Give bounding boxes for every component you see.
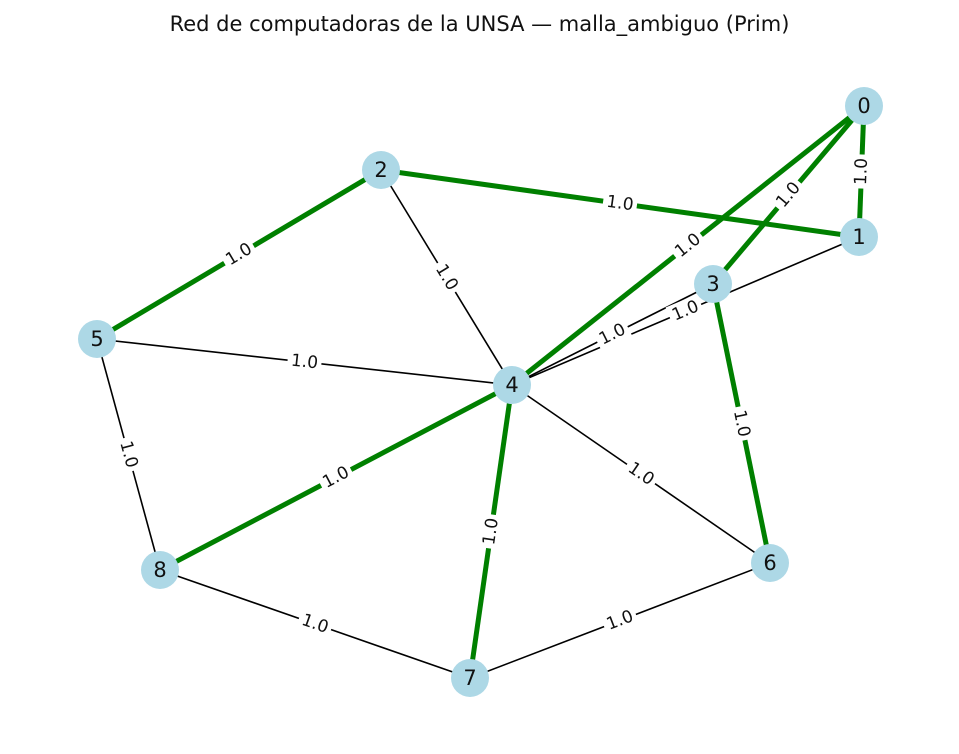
edge-weight-background (113, 435, 144, 474)
node-5: 5 (78, 320, 116, 358)
node-6: 6 (751, 544, 789, 582)
edge-weight-5-8: 1.0 (113, 435, 144, 474)
node-circle (141, 551, 179, 589)
edge-weight-4-8: 1.0 (315, 459, 357, 496)
node-3: 3 (694, 265, 732, 303)
edge-weight-2-1: 1.0 (601, 190, 639, 217)
edge-weight-4-7: 1.0 (477, 513, 505, 550)
edge-weight-background (665, 294, 706, 328)
edge-weight-background (315, 459, 357, 496)
node-label: 3 (706, 272, 719, 296)
node-circle (493, 366, 531, 404)
edge-weight-background (769, 174, 808, 216)
nodes-layer: 0 1 2 3 4 5 6 7 8 (78, 87, 883, 697)
node-label: 7 (463, 666, 476, 690)
node-circle (362, 151, 400, 189)
node-circle (78, 320, 116, 358)
edge-weight-background (477, 513, 505, 550)
node-circle (845, 87, 883, 125)
node-circle (751, 544, 789, 582)
edge-weight-0-1: 1.0 (849, 154, 874, 189)
edge-weight-background (849, 154, 874, 189)
edge-weight-1-4: 1.0 (665, 294, 706, 328)
node-7: 7 (451, 659, 489, 697)
edge-weight-background (218, 236, 260, 273)
node-label: 1 (852, 225, 865, 249)
edge-weight-5-4: 1.0 (286, 349, 323, 375)
edge-weight-label: 1.0 (290, 351, 319, 374)
edge-weight-background (295, 608, 335, 640)
node-1: 1 (840, 218, 878, 256)
node-label: 6 (763, 551, 776, 575)
edge-weight-7-6: 1.0 (600, 604, 640, 637)
edge-weight-background (592, 317, 633, 352)
node-2: 2 (362, 151, 400, 189)
edges-layer (95, 104, 867, 679)
edge-weight-4-6: 1.0 (620, 455, 662, 493)
node-label: 8 (153, 558, 166, 582)
edge-weight-background (428, 257, 465, 298)
node-label: 2 (374, 158, 387, 182)
edge-weight-2-5: 1.0 (218, 236, 260, 273)
edge-weight-background (600, 604, 640, 637)
edge-weight-label: 1.0 (851, 158, 872, 186)
node-label: 5 (90, 327, 103, 351)
diagram-title: Red de computadoras de la UNSA — malla_a… (169, 12, 790, 36)
edge-weight-8-7: 1.0 (295, 608, 335, 640)
node-4: 4 (493, 366, 531, 404)
node-circle (694, 265, 732, 303)
edge-weight-2-4: 1.0 (428, 257, 465, 298)
edge-weight-background (620, 455, 662, 493)
node-circle (840, 218, 878, 256)
edge-weight-label: 1.0 (479, 517, 503, 547)
edge-weight-background (727, 404, 756, 443)
node-0: 0 (845, 87, 883, 125)
edge-weight-3-4: 1.0 (592, 317, 633, 352)
edge-weight-label: 1.0 (605, 192, 635, 216)
node-8: 8 (141, 551, 179, 589)
edge-weight-3-6: 1.0 (727, 404, 756, 443)
edge-weight-label: 1.0 (115, 439, 141, 470)
edge-weight-background (667, 226, 709, 265)
edge-weight-background (286, 349, 323, 375)
edge-weight-background (601, 190, 639, 217)
node-label: 0 (857, 94, 870, 118)
node-label: 4 (505, 373, 518, 397)
node-circle (451, 659, 489, 697)
